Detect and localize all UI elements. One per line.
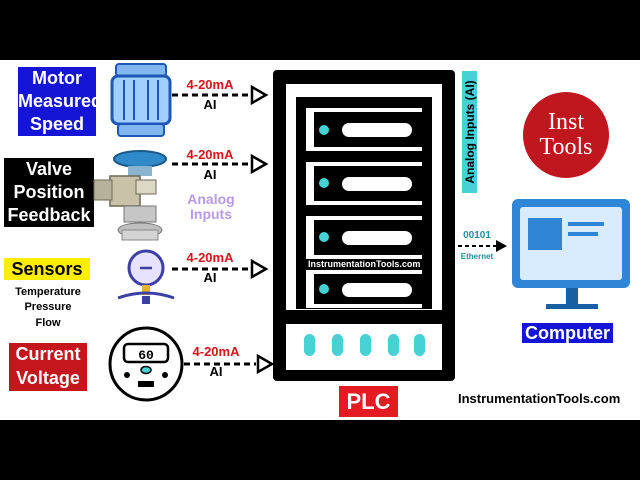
current-voltage-label: Current Voltage [9,343,87,391]
signal-label-1: 4-20mA AI [186,77,234,112]
inst-tools-logo: Inst Tools [523,92,609,178]
plc-rack [273,70,455,381]
sensors-types: Temperature Pressure Flow [15,286,81,329]
motor-icon [110,63,172,137]
meter-display-value: 60 [138,348,154,363]
plc-watermark: InstrumentationTools.com [308,259,421,269]
bottom-letterbox [0,420,640,480]
analog-inputs-vertical-label: Analog Inputs (AI) [462,71,477,193]
motor-label: Motor Measured Speed [18,67,102,137]
signal-label-2: 4-20mA AI [186,147,234,182]
signal-arrows [172,84,275,375]
footer-website: InstrumentationTools.com [458,391,621,406]
analog-inputs-label: Analog Inputs [187,191,235,223]
meter-icon: 60 [108,326,184,402]
plc-label: PLC [339,386,398,417]
signal-label-3: 4-20mA AI [186,250,234,285]
signal-label-4: 4-20mA AI [192,344,240,379]
ethernet-label: Ethernet [460,252,494,261]
valve-icon [93,150,167,241]
ethernet-arrow [458,240,507,252]
computer-label: Computer [522,323,613,343]
computer-icon [512,199,630,309]
top-letterbox [0,0,640,60]
ethernet-bits: 00101 [463,230,491,241]
valve-label: Valve Position Feedback [4,158,94,228]
sensors-label: Sensors [4,258,90,280]
sensor-icon [117,249,175,304]
